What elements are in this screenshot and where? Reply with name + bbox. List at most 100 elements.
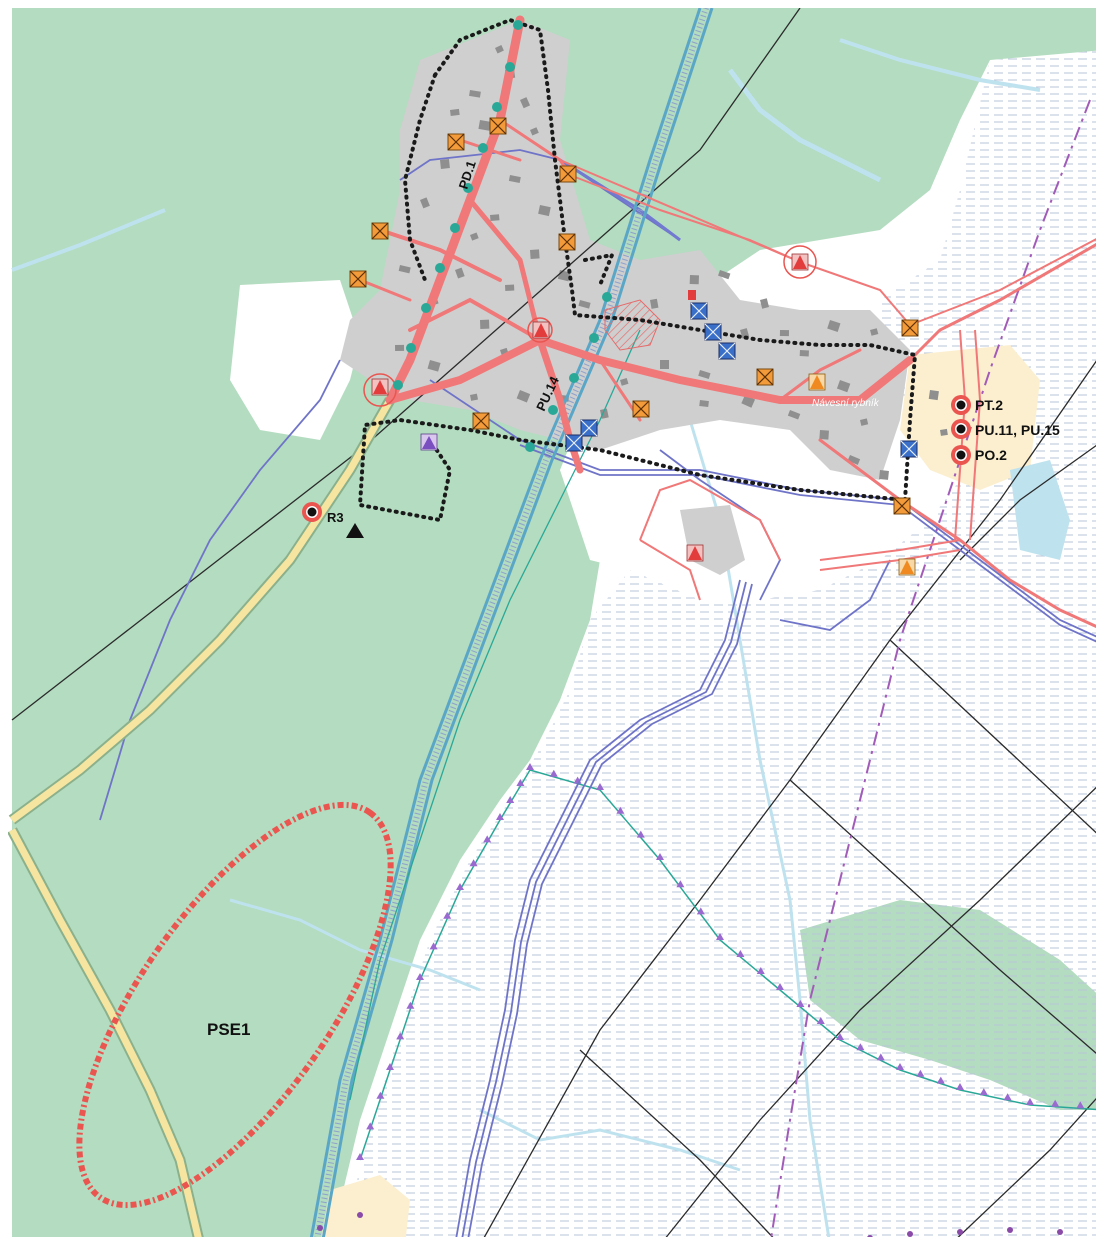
building bbox=[478, 120, 491, 131]
teal-dot-icon bbox=[589, 333, 599, 343]
main-road bbox=[7, 397, 395, 1245]
boundary-tick bbox=[736, 950, 745, 957]
teal-dot-icon bbox=[463, 183, 473, 193]
teal-dot-icon bbox=[450, 223, 460, 233]
building bbox=[440, 159, 450, 169]
building bbox=[520, 97, 531, 109]
building bbox=[650, 298, 659, 309]
boundary-tick bbox=[376, 1091, 385, 1099]
stream-sw bbox=[229, 898, 481, 992]
valve-orange-icon[interactable] bbox=[756, 368, 774, 386]
valve-blue-icon[interactable] bbox=[718, 342, 736, 360]
boundary-tick bbox=[356, 1153, 364, 1160]
building bbox=[620, 377, 629, 386]
triangle-purple-icon[interactable] bbox=[420, 433, 438, 451]
valve-blue-icon[interactable] bbox=[704, 323, 722, 341]
teal-dot-icon bbox=[435, 263, 445, 273]
target-red-icon[interactable] bbox=[951, 395, 971, 415]
pond-east bbox=[1010, 460, 1070, 560]
valve-orange-icon[interactable] bbox=[371, 222, 389, 240]
triangle-red-icon[interactable] bbox=[686, 544, 704, 562]
buildings bbox=[395, 45, 948, 480]
building bbox=[504, 284, 515, 291]
building bbox=[469, 90, 481, 98]
teal-dot-icon bbox=[548, 405, 558, 415]
boundary-tick bbox=[856, 1043, 865, 1051]
teal-dot-icon bbox=[513, 20, 523, 30]
boundary-tick bbox=[549, 769, 558, 777]
boundary-tick bbox=[756, 967, 765, 974]
boundary-tick bbox=[876, 1053, 885, 1061]
road-network bbox=[358, 15, 1104, 632]
valve-orange-icon[interactable] bbox=[447, 133, 465, 151]
boundary-tick bbox=[483, 835, 492, 843]
triangle-red-icon[interactable] bbox=[371, 378, 389, 396]
map-symbols[interactable] bbox=[346, 117, 919, 576]
building bbox=[455, 267, 465, 279]
triangle-red-icon[interactable] bbox=[532, 321, 550, 339]
boundary-tick bbox=[506, 796, 515, 803]
building bbox=[508, 174, 521, 183]
valve-orange-icon[interactable] bbox=[349, 270, 367, 288]
building bbox=[860, 418, 869, 426]
boundary-tick bbox=[496, 813, 504, 820]
valve-orange-icon[interactable] bbox=[893, 497, 911, 515]
building bbox=[495, 45, 504, 54]
valve-orange-icon[interactable] bbox=[489, 117, 507, 135]
triangle-orange-icon[interactable] bbox=[808, 373, 826, 391]
teal-dot-icon bbox=[602, 292, 612, 302]
label-pse1: PSE1 bbox=[207, 1020, 250, 1039]
label-pu11-pu15: PU.11, PU.15 bbox=[975, 422, 1060, 438]
boundary-tick bbox=[616, 806, 625, 814]
meadow-area bbox=[230, 280, 360, 440]
boundary-tick bbox=[716, 933, 724, 940]
valve-blue-icon[interactable] bbox=[690, 302, 708, 320]
teal-dot-icon bbox=[525, 442, 535, 452]
valve-blue-icon[interactable] bbox=[565, 434, 583, 452]
boundary-tick bbox=[1003, 1093, 1012, 1101]
building bbox=[660, 360, 669, 369]
valve-orange-icon[interactable] bbox=[558, 233, 576, 251]
boundary-tick bbox=[836, 1033, 844, 1040]
development-zone-south bbox=[320, 1175, 410, 1245]
valve-orange-icon[interactable] bbox=[472, 412, 490, 430]
boundary-tick bbox=[816, 1017, 825, 1024]
valve-orange-icon[interactable] bbox=[901, 319, 919, 337]
building bbox=[479, 319, 490, 329]
building bbox=[836, 380, 851, 393]
boundary-tick bbox=[596, 783, 604, 790]
building bbox=[718, 270, 731, 280]
building bbox=[530, 127, 539, 136]
building bbox=[847, 454, 861, 465]
triangle-orange-icon[interactable] bbox=[898, 558, 916, 576]
building bbox=[940, 428, 948, 436]
boundary-tick bbox=[1051, 1099, 1060, 1107]
target-red-icon[interactable] bbox=[302, 502, 322, 522]
valve-blue-icon[interactable] bbox=[580, 419, 598, 437]
target-red-icon[interactable] bbox=[951, 445, 971, 465]
label-po2: PO.2 bbox=[975, 447, 1007, 463]
boundary-tick bbox=[1076, 1101, 1085, 1109]
valve-blue-icon[interactable] bbox=[900, 440, 918, 458]
flag-red-icon[interactable] bbox=[688, 290, 696, 300]
target-red-icon[interactable] bbox=[951, 419, 971, 439]
boundary-tick bbox=[979, 1088, 988, 1096]
boundary-tick bbox=[956, 1083, 964, 1090]
teal-dot-icon bbox=[393, 380, 403, 390]
building bbox=[819, 430, 829, 440]
triangle-black-icon[interactable] bbox=[346, 523, 364, 538]
label-r3: R3 bbox=[327, 510, 344, 525]
boundary-tick bbox=[696, 907, 705, 915]
boundary-tick bbox=[406, 1001, 415, 1009]
building bbox=[799, 350, 809, 357]
boundary-tick bbox=[396, 1032, 405, 1040]
teal-dot-icon bbox=[478, 143, 488, 153]
valve-orange-icon[interactable] bbox=[632, 400, 650, 418]
teal-dot-icon bbox=[406, 343, 416, 353]
valve-orange-icon[interactable] bbox=[559, 165, 577, 183]
stream-west bbox=[11, 208, 166, 272]
triangle-red-icon[interactable] bbox=[791, 253, 809, 271]
settlement-boundary-small bbox=[583, 252, 616, 287]
